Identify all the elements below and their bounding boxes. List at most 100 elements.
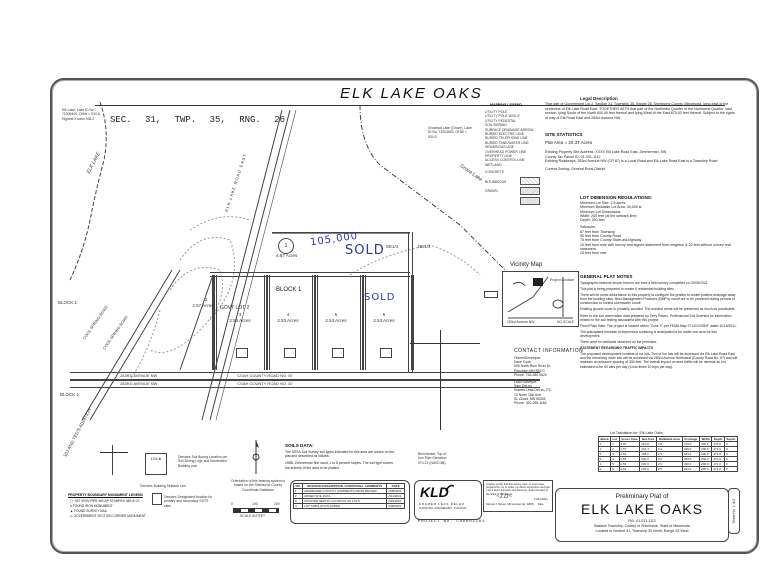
owner-line: 605 North Rum River Dr. xyxy=(514,364,552,369)
lot-dim-line: Width: 200 feet (at the setback line) xyxy=(580,213,637,218)
site-address: Existing Property Site Address: XXXX Elk… xyxy=(545,150,667,154)
plat-sheet-border xyxy=(50,78,759,554)
cell: 2/26/2021 xyxy=(386,498,405,504)
block-1-label: BLOCK 1 xyxy=(276,287,302,293)
setback-line: 75 feet from County State-aid-highway xyxy=(580,238,642,243)
septic-site-lot4 xyxy=(284,348,296,358)
contact-heading: CONTACT INFORMATION xyxy=(514,348,584,354)
signer-name: Samuel J. DeLeo, MN License No. 42815 xyxy=(486,503,534,506)
soil-boring-detail-box: 13.6 ⊕ xyxy=(145,453,167,475)
tax-parcel: County Tax Parcel ID: 01-031-1112 xyxy=(545,154,601,159)
lot-3-area: 2.53 Acres xyxy=(229,318,251,323)
traffic-text: The proposed development consists of six… xyxy=(580,352,738,369)
sheet-number: Sheet No. 1 of 2 xyxy=(732,498,736,524)
lot-2-boundary xyxy=(179,275,214,371)
soils-heading: SOILS DATA: xyxy=(285,443,314,448)
legend-item: UTILITY PEDESTAL xyxy=(485,118,516,123)
small-callout-box xyxy=(484,291,498,298)
lot1-north-line xyxy=(272,232,410,233)
bituminous-swatch xyxy=(520,187,540,195)
site-stats-details: Existing Property Site Address: XXXX Elk… xyxy=(545,150,735,171)
general-note: Topographic features shown hereon are fr… xyxy=(580,281,709,285)
east-easement-line xyxy=(440,330,441,430)
lot-4-area: 2.53 Acres xyxy=(277,318,299,323)
legend-item: OVERHEAD POWER LINE xyxy=(485,149,527,154)
lot-6-boundary xyxy=(360,275,414,370)
lot-4-boundary xyxy=(264,275,318,370)
soil-boring-note: Denotes Soil Boring Location per Soil Bo… xyxy=(178,455,228,468)
concrete-swatch xyxy=(520,177,540,185)
certification-block: I hereby certify that this survey, plan,… xyxy=(483,480,553,512)
ne-quarter-label: NE1/4 xyxy=(418,244,431,249)
revision-table: NO.REVISION DESCRIPTION / ADDITIONAL COM… xyxy=(292,483,405,509)
lot-dim-line: Minimum Buildable Lot Area: 40,000 sf xyxy=(580,205,642,210)
owner-line: Dave Cook xyxy=(514,360,531,365)
general-notes-list: Topographic features shown hereon are fr… xyxy=(580,281,738,369)
easement-detail-line xyxy=(112,445,113,475)
lot-2-area: 2.57 Acres xyxy=(192,303,214,308)
scale-tick-0: 0 xyxy=(231,502,233,506)
soils-text: The SSSA Soil Survey soil types indicate… xyxy=(285,450,395,470)
general-note: This plat is being prepared to create 6 … xyxy=(580,287,675,292)
lot-3-boundary xyxy=(214,275,270,370)
cell: 3/08/2021 xyxy=(386,503,405,509)
owner-line: Phone: 763-280-9620 xyxy=(514,372,547,377)
legend-item: CONCRETE xyxy=(485,170,505,175)
legend-text: SET IRON PIPE W/CAP STAMPED 48215 LS xyxy=(74,499,140,503)
setback-line: 10 feet from side with survey and signed… xyxy=(580,242,731,251)
lot-dim-line: Minimum Lot Dimensions: xyxy=(580,209,622,214)
general-notes-heading: GENERAL PLAT NOTES xyxy=(580,274,633,279)
legend-item: PROPERTY LINE xyxy=(485,154,513,159)
roadways: Existing Roadways: 283rd Avenue NW (CR 8… xyxy=(545,159,718,163)
surveyor-line: Kramer Leas DeLeo, P.C. xyxy=(514,388,553,393)
lot-dimension-heading: LOT DIMENSION REGULATIONS: xyxy=(580,195,653,200)
legend-text: FOUND SURVEY NAIL xyxy=(74,509,108,513)
mapping-legend-title: MAPPING LEGEND xyxy=(490,103,522,107)
general-note: Existing ground cover is primarily woode… xyxy=(580,307,736,312)
signature: ~J.D~ xyxy=(496,494,513,500)
scale-tick-200: 200 xyxy=(274,502,280,506)
cell: 471.0 xyxy=(711,466,725,472)
lot-dimension-list: Minimum Lot Size: 2.5 acres Minimum Buil… xyxy=(580,201,740,256)
surveyor-line: Phone: 320-255-1164 xyxy=(514,401,547,406)
soil-boring-icon: 13.6 ⊕ xyxy=(150,457,162,461)
ssts-site-icon xyxy=(152,493,162,505)
title-block: Preliminary Plat of ELK LAKE OAKS PID: 0… xyxy=(555,488,729,542)
scale-bar xyxy=(233,508,279,513)
title-rule xyxy=(95,105,725,106)
cert-date: 11/01/2021 xyxy=(534,497,548,501)
cell: X xyxy=(723,466,739,472)
soils-text-2: 158B: Zimmerman fine sand, 1 to 6 percen… xyxy=(285,461,393,470)
cell: 202.6 xyxy=(639,466,657,472)
firm-block: KLD KRAMER LEAS DELEO SURVEYING • ENGINE… xyxy=(414,480,482,520)
boundary-legend-heading: PROPERTY BOUNDARY MONUMENT LEGEND xyxy=(68,493,143,497)
block-label-left-lower: BLOCK 1 xyxy=(60,392,80,397)
cert-date-label: Date xyxy=(538,503,544,506)
cell: 2.5 xyxy=(655,466,683,472)
elk-lake-shoreline xyxy=(69,101,107,281)
legal-text: That part of Government Lot 2, Section 3… xyxy=(545,102,735,120)
surveyor-line: Sam DeLeo xyxy=(514,384,532,389)
set-iron-pipe-icon: ◯ xyxy=(70,499,75,503)
owner-label: Owner/Developer: xyxy=(514,356,542,360)
setback-line: 25 feet from rear xyxy=(580,251,607,256)
legend-item: UTILITY POLE W/GUY xyxy=(485,114,520,119)
septic-site-lot3 xyxy=(236,348,248,358)
firm-name: KRAMER LEAS DELEO xyxy=(419,502,465,506)
col-header: Net Area xyxy=(639,436,657,442)
legend-item: SURFACE DRAINAGE ARROW xyxy=(485,127,534,132)
kld-logo: KLD xyxy=(420,484,449,500)
legend-item: BURIED ELECTRIC LINE xyxy=(485,132,525,137)
lot-1-circle: 1 xyxy=(278,238,294,254)
cell: 2.53 xyxy=(618,466,641,472)
cell: 2/08/2021 xyxy=(386,488,405,494)
scale-label: SCALE IN FEET xyxy=(240,514,266,518)
vicinity-map-heading: Vicinity Map xyxy=(510,262,543,268)
legend-item: BITUMINOUS xyxy=(485,179,507,184)
title-block-name: ELK LAKE OAKS xyxy=(581,501,703,517)
north-arrow-icon xyxy=(252,440,260,474)
lot-tabulation-table: Block Lot Gross Area Net Area Buildable … xyxy=(597,436,739,472)
